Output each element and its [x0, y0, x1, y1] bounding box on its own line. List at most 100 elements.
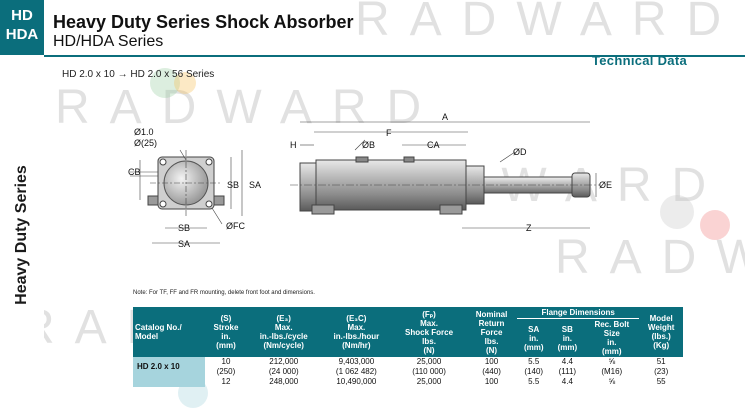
th-line: (mm) [601, 347, 622, 356]
dim-sa-bottom: SA [178, 239, 190, 249]
th-line: Max. [274, 323, 293, 332]
cell: (250) [216, 367, 236, 376]
badge-line2: HDA [5, 26, 39, 43]
cell: ⅝ [608, 377, 616, 386]
th-line: (Kg) [653, 341, 670, 350]
th-line: (Nm/cycle) [263, 341, 304, 350]
badge-line1: HD [11, 7, 33, 24]
table-row: HD 2.0 x 10 10 212,000 9,403,000 25,000 … [133, 357, 683, 377]
cell: 4.4 [561, 377, 573, 386]
th-line: (mm) [557, 342, 578, 352]
th-line: (lbs.) [651, 332, 671, 341]
page-title: Heavy Duty Series Shock Absorber [53, 12, 354, 32]
table-header-row: Catalog No./ Model (S) Stroke in. (mm) (… [133, 307, 683, 357]
cell: 100 [484, 357, 499, 366]
th-line: in. [529, 333, 539, 343]
th-line: (E₃C) [346, 314, 367, 323]
dim-fc: ØFC [226, 221, 245, 231]
th-line: lbs. [484, 336, 499, 346]
col-model: Catalog No./ Model [133, 307, 206, 357]
th-line: Max. [347, 323, 366, 332]
dim-cb: CB [128, 167, 141, 177]
cell: (M16) [601, 367, 623, 376]
th-line: Catalog No./ [135, 323, 182, 332]
spec-table: Catalog No./ Model (S) Stroke in. (mm) (… [133, 307, 683, 387]
mounting-note: Note: For TF, FF and FR mounting, delete… [133, 290, 315, 296]
dim-e: ØE [599, 180, 612, 190]
th-line: (N) [423, 345, 435, 355]
cell: (440) [482, 367, 501, 376]
th-line: (mm) [523, 342, 544, 352]
th-line: (N) [485, 345, 498, 355]
th-line: (Nm/hr) [342, 341, 371, 350]
header-rule [44, 55, 745, 57]
th-line: SB [561, 324, 573, 334]
cell: 248,000 [269, 377, 299, 386]
col-bolt: Rec. Bolt Size in. (mm) [584, 318, 640, 357]
cell: 100 [484, 377, 499, 386]
col-sa: SA in. (mm) [516, 318, 551, 357]
dim-b: ØB [362, 140, 375, 150]
cell: 51 [656, 357, 666, 366]
dim-z: Z [526, 223, 532, 233]
cell: (1 062 482) [335, 367, 377, 376]
th-line: Shock Force [405, 327, 454, 337]
cell: 10 [221, 357, 231, 366]
th-line: (Fₚ) [422, 309, 436, 319]
watermark-dot [660, 195, 694, 229]
th-line: in. [562, 333, 573, 343]
series-range: HD 2.0 x 10 → HD 2.0 x 56 Series [62, 69, 215, 80]
cell: 5.5 [528, 377, 540, 386]
sidebar: Heavy Duty Series [0, 55, 44, 400]
th-line: (E₃) [276, 314, 291, 323]
th-line: Model [135, 332, 159, 341]
technical-drawing: Ø1.0 Ø(25) CB SB SA ØFC SB SA A F H ØB C… [128, 112, 612, 249]
col-group-flange: Flange Dimensions [516, 307, 640, 319]
cell-model: HD 2.0 x 10 [133, 357, 206, 377]
cell: 25,000 [416, 357, 442, 366]
cell: (110 000) [412, 367, 446, 376]
dim-ca: CA [427, 140, 440, 150]
cell-model [133, 377, 206, 387]
col-e3: (E₃) Max. in.-lbs./cycle (Nm/cycle) [246, 307, 321, 357]
col-stroke: (S) Stroke in. (mm) [205, 307, 247, 357]
th-line: Force [480, 327, 503, 337]
cell: 5.5 [528, 357, 540, 366]
th-line: in.-lbs./hour [333, 332, 380, 341]
th-line: Size [603, 329, 620, 338]
th-line: (S) [220, 314, 232, 323]
dim-sb-bottom: SB [178, 223, 190, 233]
col-weight: Model Weight (lbs.) (Kg) [639, 307, 683, 357]
th-line: (mm) [216, 341, 236, 350]
col-sb: SB in. (mm) [550, 318, 585, 357]
front-view: Ø1.0 Ø(25) CB SB SA ØFC SB SA [128, 127, 261, 249]
side-view: A F H ØB CA ØD ØE Z [290, 112, 612, 233]
watermark: RADWARD [55, 81, 442, 134]
dim-sb: SB [227, 180, 239, 190]
cell: 9,403,000 [338, 357, 375, 366]
th-line: Max. [420, 318, 438, 328]
table-row: 12 248,000 10,490,000 25,000 100 5.5 4.4… [133, 377, 683, 387]
dim-h: H [290, 140, 297, 150]
dim-a: A [442, 112, 448, 122]
cell: 25,000 [416, 377, 442, 386]
watermark: RADWARD [355, 0, 742, 46]
cell: 10,490,000 [336, 377, 377, 386]
page-subtitle: HD/HDA Series [53, 33, 164, 50]
dim-d1: Ø1.0 [134, 127, 154, 137]
col-nominal: Nominal Return Force lbs. (N) [466, 307, 517, 357]
th-line: in. [607, 338, 617, 347]
th-line: Return [478, 318, 505, 328]
table-row: (250) (24 000) (1 062 482) (110 000) (44… [133, 367, 683, 377]
cell: 212,000 [269, 357, 299, 366]
watermark: RADWARD [555, 231, 745, 284]
cell: (24 000) [268, 367, 299, 376]
watermark-dot [150, 68, 180, 98]
th-line: Model [649, 314, 673, 323]
col-fp: (Fₚ) Max. Shock Force lbs. (N) [391, 307, 467, 357]
th-line: Rec. Bolt [594, 320, 630, 329]
col-e3c: (E₃C) Max. in.-lbs./hour (Nm/hr) [320, 307, 392, 357]
cell: (140) [524, 367, 544, 376]
watermark-dot [174, 72, 196, 94]
dim-d: ØD [513, 147, 527, 157]
